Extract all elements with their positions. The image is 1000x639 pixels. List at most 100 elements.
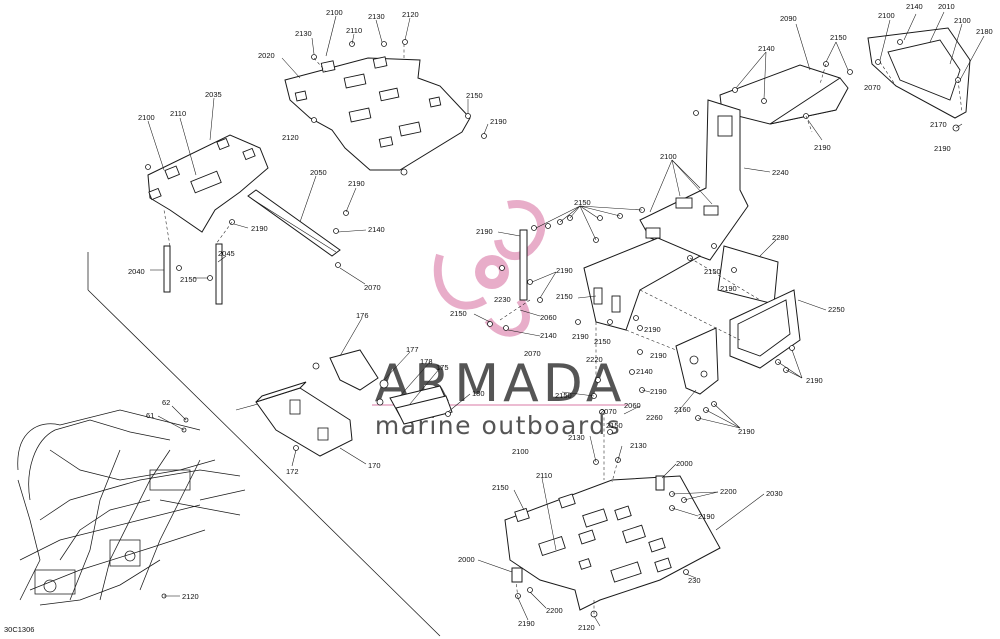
callout-2160: 2160 — [674, 405, 691, 414]
callout-2040: 2040 — [128, 267, 145, 276]
callout-labels: 2100 2130 2120 2130 2110 2020 2120 2150 … — [128, 2, 993, 632]
callout-2110: 2110 — [170, 109, 186, 118]
callout-2000: 2000 — [676, 459, 693, 468]
callout-2150: 2150 — [704, 267, 721, 276]
tall-mount-bracket — [639, 99, 749, 261]
callout-2030: 2030 — [766, 489, 783, 498]
callout-2110: 2110 — [346, 26, 362, 35]
callout-178: 178 — [420, 357, 433, 366]
callout-2190: 2190 — [934, 144, 951, 153]
small-clips — [511, 475, 665, 583]
callout-2190: 2190 — [556, 266, 573, 275]
callout-172: 172 — [286, 467, 299, 476]
callout-2240: 2240 — [772, 168, 789, 177]
callout-2200: 2200 — [720, 487, 737, 496]
callout-2200: 2200 — [546, 606, 563, 615]
callout-2190: 2190 — [251, 224, 268, 233]
bottom-skid-plate — [504, 475, 721, 611]
callout-2140: 2140 — [636, 367, 653, 376]
callout-2190: 2190 — [348, 179, 365, 188]
callout-2140: 2140 — [906, 2, 923, 11]
callout-2130: 2130 — [295, 29, 312, 38]
callout-2060: 2060 — [540, 313, 557, 322]
callout-2150: 2150 — [466, 91, 483, 100]
callout-2070: 2070 — [600, 407, 617, 416]
side-panel-upper — [717, 245, 779, 305]
support-bar — [247, 189, 341, 257]
callout-2020: 2020 — [258, 51, 275, 60]
callout-2150: 2150 — [606, 421, 623, 430]
callout-2110: 2110 — [536, 471, 552, 480]
callout-2120: 2120 — [402, 10, 419, 19]
callout-230: 230 — [688, 576, 701, 585]
callout-2190: 2190 — [490, 117, 507, 126]
left-skid-plate — [147, 134, 269, 233]
callout-2130: 2130 — [568, 433, 585, 442]
callout-2130: 2130 — [368, 12, 385, 21]
watermark-logo — [433, 200, 545, 337]
callout-2150: 2150 — [180, 275, 197, 284]
callout-2070: 2070 — [864, 83, 881, 92]
mount-plates — [312, 349, 453, 425]
callout-2190: 2190 — [720, 284, 737, 293]
callout-2180: 2180 — [976, 27, 993, 36]
callout-2190: 2190 — [738, 427, 755, 436]
callout-2150: 2150 — [450, 309, 467, 318]
gusset-bracket — [675, 327, 719, 395]
callout-2060: 2060 — [624, 401, 641, 410]
side-panel-lower — [729, 289, 801, 369]
hardware-fasteners — [145, 39, 961, 618]
callout-2120: 2120 — [282, 133, 299, 142]
callout-2100: 2100 — [138, 113, 155, 122]
alignment-dashes — [163, 44, 963, 614]
callout-2190: 2190 — [518, 619, 535, 628]
right-cover-plate — [867, 27, 971, 119]
callout-2070: 2070 — [364, 283, 381, 292]
callout-2120: 2120 — [578, 623, 595, 632]
callout-2100: 2100 — [512, 447, 529, 456]
callout-2260: 2260 — [646, 413, 663, 422]
callout-180: 180 — [472, 389, 485, 398]
callout-2130: 2130 — [630, 441, 647, 450]
callout-2120: 2120 — [182, 592, 199, 601]
callout-177: 177 — [406, 345, 419, 354]
callout-2190: 2190 — [572, 332, 589, 341]
callout-2050: 2050 — [310, 168, 327, 177]
rear-mount-crossmember — [255, 381, 353, 457]
callout-2100: 2100 — [878, 11, 895, 20]
callout-2150: 2150 — [594, 337, 611, 346]
callout-2150: 2150 — [555, 391, 572, 400]
callout-2190: 2190 — [650, 387, 667, 396]
top-skid-plate — [284, 56, 471, 171]
callout-2230: 2230 — [494, 295, 511, 304]
callout-176: 176 — [356, 311, 369, 320]
callout-62: 62 — [162, 398, 170, 407]
callout-2000: 2000 — [458, 555, 475, 564]
vehicle-frame-inset — [17, 409, 246, 606]
callout-2280: 2280 — [772, 233, 789, 242]
upper-bracket — [719, 64, 849, 125]
callout-2220: 2220 — [586, 355, 603, 364]
callout-2190: 2190 — [476, 227, 493, 236]
callout-2090: 2090 — [780, 14, 797, 23]
callout-2035: 2035 — [205, 90, 222, 99]
small-brackets — [163, 243, 223, 305]
callout-175: 175 — [436, 363, 449, 372]
callout-2100: 2100 — [660, 152, 677, 161]
callout-2150: 2150 — [830, 33, 847, 42]
callout-2170: 2170 — [930, 120, 947, 129]
callout-170: 170 — [368, 461, 381, 470]
callout-2010: 2010 — [938, 2, 955, 11]
callout-2190: 2190 — [698, 512, 715, 521]
callout-2150: 2150 — [492, 483, 509, 492]
callout-2190: 2190 — [650, 351, 667, 360]
callout-2190: 2190 — [806, 376, 823, 385]
callout-61: 61 — [146, 411, 154, 420]
leader-lines — [147, 11, 985, 627]
callout-2190: 2190 — [644, 325, 661, 334]
inset-frame-lines — [87, 252, 441, 637]
callout-2190: 2190 — [814, 143, 831, 152]
diagram-reference-code: 30C1306 — [4, 625, 34, 634]
callout-2140: 2140 — [368, 225, 385, 234]
